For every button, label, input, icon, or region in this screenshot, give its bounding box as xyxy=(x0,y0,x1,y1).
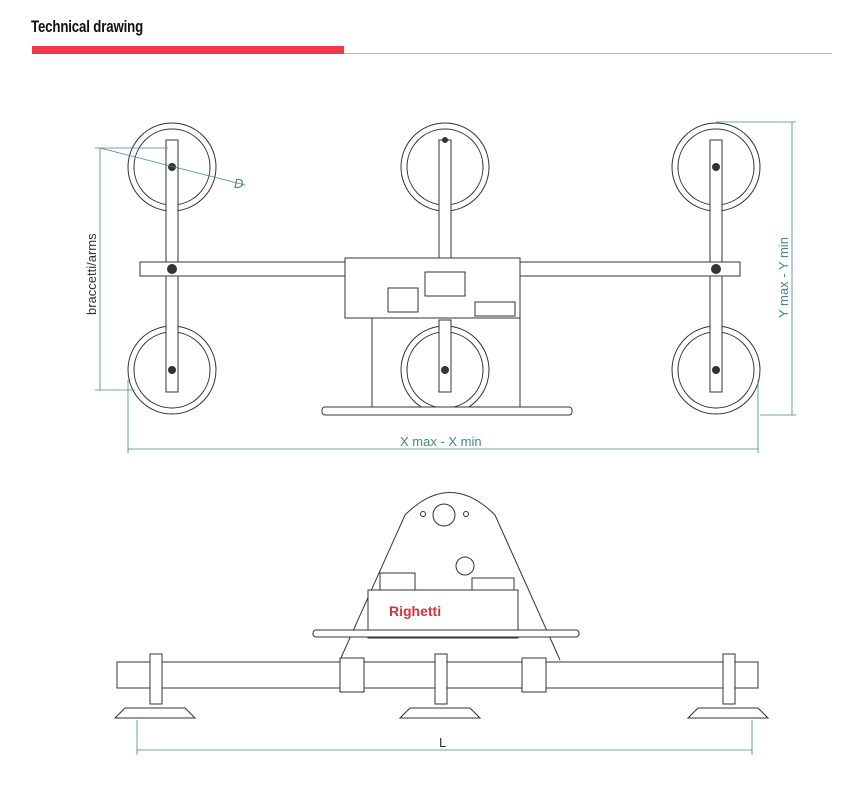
righetti-logo: Righetti xyxy=(389,603,441,619)
handle-bar-side xyxy=(312,629,580,638)
side-view: Righetti L xyxy=(113,492,770,755)
vacuum-cups-side xyxy=(113,653,770,719)
length-label: L xyxy=(439,735,446,750)
y-dimension-label: Y max - Y min xyxy=(776,237,791,318)
top-view: D braccetti/arms Y max - Y min X max - X… xyxy=(84,121,796,453)
title-underline-accent xyxy=(32,46,344,54)
arms-label: braccetti/arms xyxy=(84,233,99,315)
x-dimension-label: X max - X min xyxy=(400,434,482,449)
title-underline-rule xyxy=(344,53,832,54)
handle-bar xyxy=(321,406,573,416)
section-title: Technical drawing xyxy=(31,17,144,36)
diameter-label: D xyxy=(234,176,243,191)
